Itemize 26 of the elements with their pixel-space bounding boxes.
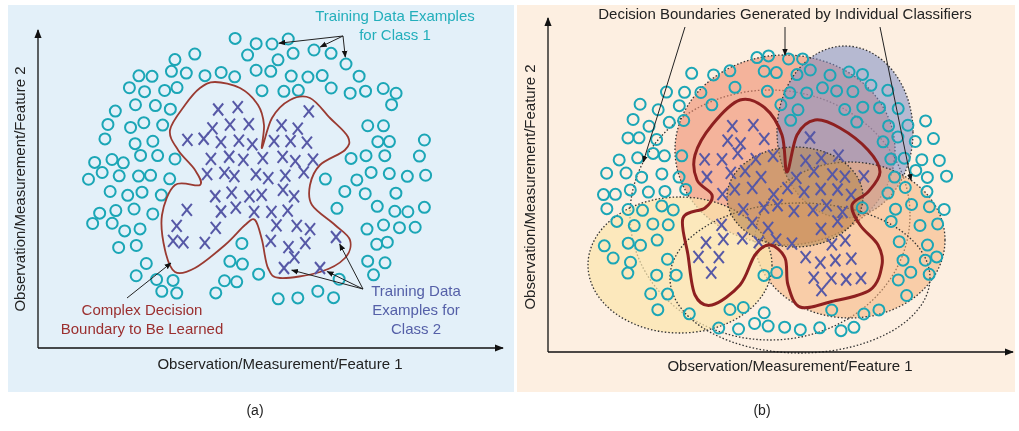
class-1-circle-marker	[265, 37, 279, 51]
classifier-region	[587, 196, 773, 334]
leader-arrow	[326, 271, 364, 290]
annotation-text: Training Data Examples for Class 1	[305, 6, 485, 44]
annotation-text: Training Data Examples for Class 2	[366, 281, 466, 338]
leader-arrow	[782, 26, 788, 56]
panel-label: (a)	[245, 401, 265, 420]
axis-label: Observation/Measurement/Feature 1	[156, 355, 404, 373]
class-1-circle-marker	[339, 57, 353, 71]
decision-boundary	[160, 81, 352, 279]
panel-label: (b)	[752, 401, 772, 420]
leader-arrow	[126, 262, 172, 299]
class-1-circle-marker	[307, 43, 321, 57]
leader-arrow	[291, 268, 364, 290]
leader-arrow	[319, 35, 344, 48]
leader-arrow	[341, 35, 348, 58]
axis-label: Observation/Measurement/Feature 2	[521, 63, 539, 312]
axis-label: Observation/Measurement/Feature 1	[666, 357, 914, 375]
classifier-region	[669, 202, 931, 354]
leader-arrow	[879, 26, 913, 181]
annotation-text: Decision Boundaries Generated by Individual Classifiers	[555, 4, 1015, 23]
leader-arrow	[642, 26, 686, 163]
annotation-text: Complex Decision Boundary to Be Learned	[52, 300, 232, 338]
leader-arrow	[339, 243, 364, 290]
axis-label: Observation/Measurement/Feature 2	[11, 65, 29, 314]
leader-arrow	[278, 35, 344, 46]
